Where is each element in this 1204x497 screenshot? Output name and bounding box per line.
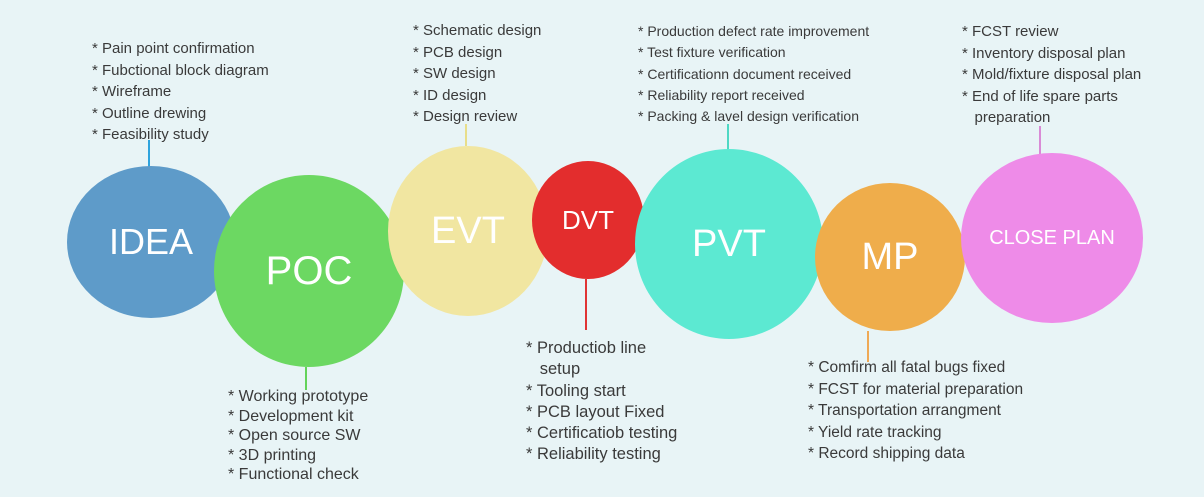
dvt-note-item: * Productiob line xyxy=(526,339,647,357)
close-note-item: * Mold/fixture disposal plan xyxy=(962,66,1142,83)
evt-note-item: * ID design xyxy=(413,86,487,104)
pvt-phase-label: PVT xyxy=(692,222,766,265)
idea-note-item: * Outline drewing xyxy=(92,104,207,122)
mp-note-item: * Transportation arrangment xyxy=(808,402,1001,419)
evt-notes-list: * Schematic design * PCB design * SW desig… xyxy=(413,20,541,128)
close-phase-label: CLOSE PLAN xyxy=(989,226,1115,249)
poc-phase-circle: POC xyxy=(214,175,404,367)
mp-note-item: * FCST for material preparation xyxy=(808,380,1024,398)
evt-note-item: * SW design xyxy=(413,65,496,83)
close-note-item: * FCST review xyxy=(962,23,1059,40)
dvt-note-item: setup xyxy=(526,360,581,379)
poc-connector-line xyxy=(305,367,307,390)
pvt-note-item: * Reliability report received xyxy=(638,86,805,103)
dvt-phase-circle: DVT xyxy=(532,161,644,279)
dvt-phase-label: DVT xyxy=(562,204,614,235)
evt-note-item: * PCB design xyxy=(413,43,503,61)
mp-note-item: * Comfirm all fatal bugs fixed xyxy=(808,359,1006,376)
dvt-note-item: * Reliability testing xyxy=(526,445,661,464)
close-notes-list: * FCST review * Inventory disposal plan * … xyxy=(962,21,1141,129)
poc-note-item: * Open source SW xyxy=(228,427,361,444)
dvt-note-item: * PCB layout Fixed xyxy=(526,402,665,421)
pvt-note-item: * Test fixture verification xyxy=(638,44,786,61)
close-note-item: preparation xyxy=(962,109,1051,126)
mp-phase-label: MP xyxy=(861,235,919,278)
pvt-note-item: * Production defect rate improvement xyxy=(638,23,870,39)
poc-note-item: * Development kit xyxy=(228,407,354,425)
mp-note-item: * Yield rate tracking xyxy=(808,423,942,441)
poc-note-item: * Functional check xyxy=(228,466,359,483)
evt-connector-line xyxy=(465,124,467,146)
idea-note-item: * Pain point confirmation xyxy=(92,40,255,57)
evt-note-item: * Design review xyxy=(413,108,518,126)
idea-note-item: * Wireframe xyxy=(92,83,172,100)
poc-note-item: * Working prototype xyxy=(228,388,369,405)
evt-phase-circle: EVT xyxy=(388,146,548,316)
poc-notes-list: * Working prototype * Development kit * Op… xyxy=(228,387,368,485)
mp-notes-list: * Comfirm all fatal bugs fixed * FCST for… xyxy=(808,357,1023,465)
mp-phase-circle: MP xyxy=(815,183,965,331)
mp-connector-line xyxy=(867,331,869,362)
pvt-note-item: * Packing & lavel design verification xyxy=(638,108,860,125)
poc-note-item: * 3D printing xyxy=(228,446,317,464)
evt-phase-label: EVT xyxy=(431,209,505,252)
pvt-phase-circle: PVT xyxy=(635,149,823,339)
poc-phase-label: POC xyxy=(265,248,353,293)
close-connector-line xyxy=(1039,126,1041,154)
idea-note-item: * Fubctional block diagram xyxy=(92,61,269,79)
close-note-item: * End of life spare parts xyxy=(962,87,1118,105)
close-note-item: * Inventory disposal plan xyxy=(962,44,1126,62)
dvt-notes-list: * Productiob line setup * Tooling start * … xyxy=(526,338,677,466)
idea-phase-circle: IDEA xyxy=(67,166,235,318)
close-phase-circle: CLOSE PLAN xyxy=(961,153,1143,323)
mp-note-item: * Record shipping data xyxy=(808,445,965,462)
dvt-connector-line xyxy=(585,279,587,330)
dvt-note-item: * Certificatiob testing xyxy=(526,424,678,443)
idea-note-item: * Feasibility study xyxy=(92,126,209,143)
evt-note-item: * Schematic design xyxy=(413,22,542,39)
pvt-note-item: * Certificationn document received xyxy=(638,65,852,82)
pvt-connector-line xyxy=(727,124,729,150)
idea-notes-list: * Pain point confirmation * Fubctional bl… xyxy=(92,38,269,146)
idea-phase-label: IDEA xyxy=(108,221,194,262)
dvt-note-item: * Tooling start xyxy=(526,381,626,400)
pvt-notes-list: * Production defect rate improvement * Te… xyxy=(638,21,869,127)
idea-connector-line xyxy=(148,140,150,168)
